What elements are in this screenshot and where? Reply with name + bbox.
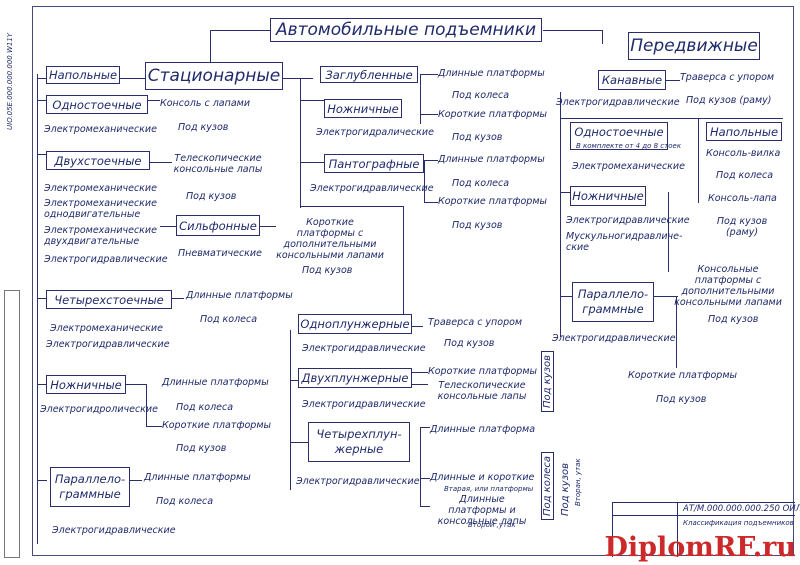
scissor-lift-short: Короткие платформы — [162, 420, 271, 431]
one-plunger-node: Одноплунжерные — [298, 314, 412, 334]
scissor-node: Ножничные — [46, 375, 126, 394]
two-plunger-drive: Электрогидравлические — [302, 399, 426, 410]
bellows-lift: Короткие платформы с дополнительными кон… — [276, 217, 384, 261]
scissor-lift-long-sub: Под колеса — [176, 402, 234, 413]
side-stamp — [4, 290, 20, 558]
two-post-node: Двухстоечные — [46, 151, 150, 170]
mobile-floor-lift-a-sub: Под колеса — [716, 170, 774, 181]
mobile-scissor-drive-b: Мускульногидравличе-ские — [566, 231, 683, 253]
four-post-drive-1: Электромеханические — [50, 323, 163, 334]
two-plunger-lift-a: Короткие платформы — [428, 366, 537, 377]
pantograph-lift-long-sub: Под колеса — [452, 178, 510, 189]
mobile-single-post-drive: Электромеханические — [572, 161, 685, 172]
single-post-node: Одностоечные — [46, 95, 148, 114]
mobile-node: Передвижные — [628, 32, 760, 60]
site-watermark: DiplomRF.ru — [604, 532, 796, 563]
four-post-node: Четырехстоечные — [46, 290, 172, 309]
mobile-scissor-drive-a: Электрогидравлические — [566, 215, 690, 226]
four-plunger-side-note: Вторан, утак — [574, 458, 582, 506]
parallelogram-lift-sub: Под колеса — [156, 496, 214, 507]
parallelogram-drive: Электрогидравлические — [52, 525, 176, 536]
four-plunger-lift-b: Длинные и короткие — [430, 472, 535, 483]
mobile-floor-lift-a: Консоль-вилка — [706, 148, 781, 159]
bellows-node: Сильфонные — [176, 215, 260, 236]
recessed-scissor-drive: Электрогидралические — [316, 127, 434, 138]
bellows-lift-sub: Под кузов — [302, 265, 353, 276]
single-post-lift: Консоль с лапами — [160, 98, 251, 109]
four-post-lift-sub: Под колеса — [200, 314, 258, 325]
title-block-code: АТ/М.000.000.000.250 ОИЛ — [683, 504, 800, 514]
scissor-drive: Электрогидролические — [40, 404, 158, 415]
mobile-single-post-note: В комплекте от 4 до 8 стоек — [576, 142, 682, 150]
floor-node: Напольные — [46, 66, 120, 84]
mobile-floor-lift-b: Консоль-лапа — [708, 193, 777, 204]
two-post-drive-3: Электромеханические двухдвигательные — [44, 225, 157, 247]
mobile-floor-node: Напольные — [706, 122, 782, 141]
recessed-lift-long: Длинные платформы — [438, 68, 545, 79]
pantograph-lift-short-sub: Под кузов — [452, 220, 503, 231]
mobile-parallelogram-drive: Электрогидравлические — [552, 333, 676, 344]
scissor-lift-short-sub: Под кузов — [176, 443, 227, 454]
four-plunger-lift-c-note: Второй ,утак — [468, 521, 516, 529]
two-post-drive-2: Электромеханические однодвигательные — [44, 198, 157, 220]
recessed-lift-long-sub: Под колеса — [452, 90, 510, 101]
single-post-lift-sub: Под кузов — [178, 122, 229, 133]
two-plunger-lift-b: Телескопические консольные лапы — [437, 380, 527, 402]
two-post-drive-1: Электромеханические — [44, 183, 157, 194]
recessed-lift-short-sub: Под кузов — [452, 132, 503, 143]
four-post-lift: Длинные платформы — [186, 290, 293, 301]
two-post-lift: Телескопические консольные лапы — [173, 153, 263, 175]
stationary-node: Стационарные — [145, 62, 283, 90]
pantograph-lift-long: Длинные платформы — [438, 154, 545, 165]
mobile-parallelogram-node: Параллело-граммные — [572, 282, 654, 322]
scissor-lift-long: Длинные платформы — [162, 377, 269, 388]
two-post-drive-4: Электрогидравлические — [44, 254, 168, 265]
mobile-parallelogram-lift-sub: Под кузов — [656, 394, 707, 405]
mobile-cantilever: Консольные платформы с дополнительными к… — [674, 264, 782, 308]
four-plunger-lift-a: Длинные платформа — [430, 424, 536, 435]
mobile-parallelogram-lift: Короткие платформы — [628, 370, 737, 381]
four-plunger-node: Четырехплун-жерные — [308, 422, 410, 462]
pantograph-lift-short: Короткие платформы — [438, 196, 547, 207]
two-plunger-side: Под кузов — [541, 350, 554, 412]
document-code: UIO.05E.000.000.000.W11Y — [6, 32, 14, 130]
pit-drive: Электрогидравлические — [556, 97, 680, 108]
four-plunger-lift-c: Длинные платформы и консольные лапы — [437, 494, 527, 527]
pit-lift: Траверса с упором — [680, 72, 775, 83]
recessed-scissor-node: Ножничные — [324, 99, 402, 118]
root-node: Автомобильные подъемники — [270, 18, 542, 42]
four-plunger-lift-b-note: Втарая, или платформы — [444, 485, 534, 493]
four-plunger-side-a: Под колеса — [541, 451, 554, 520]
pit-node: Канавные — [598, 70, 666, 90]
mobile-cantilever-sub: Под кузов — [708, 314, 759, 325]
two-post-lift-sub: Под кузов — [186, 191, 237, 202]
recessed-node: Заглубленные — [320, 66, 418, 83]
one-plunger-lift: Траверса с упором — [428, 317, 523, 328]
single-post-drive: Электромеханические — [44, 124, 157, 135]
drawing-frame — [32, 6, 794, 556]
one-plunger-drive: Электрогидравлические — [302, 343, 426, 354]
mobile-single-post-node: Одностоечные — [570, 122, 668, 150]
bellows-drive: Пневматические — [178, 248, 262, 259]
parallelogram-lift: Длинные платформы — [144, 472, 251, 483]
four-plunger-side-b: Под кузов — [560, 462, 571, 516]
one-plunger-lift-sub: Под кузов — [444, 338, 495, 349]
title-block-title: Классификация подъемников — [683, 519, 794, 527]
pantograph-drive: Электрогидравлические — [310, 183, 434, 194]
two-plunger-node: Двухплунжерные — [298, 368, 412, 388]
pit-lift-sub: Под кузов (раму) — [686, 95, 772, 106]
pantograph-node: Пантографные — [324, 154, 424, 173]
parallelogram-node: Параллело-граммные — [50, 467, 130, 507]
mobile-floor-lift-b-sub: Под кузов (раму) — [716, 216, 768, 238]
four-post-drive-2: Электрогидравлические — [46, 339, 170, 350]
recessed-lift-short: Короткие платформы — [438, 109, 547, 120]
four-plunger-drive: Электрогидравлические — [296, 476, 420, 487]
mobile-scissor-node: Ножничные — [570, 186, 646, 206]
title-block: АТ/М.000.000.000.250 ОИЛ Классификация п… — [612, 502, 800, 557]
